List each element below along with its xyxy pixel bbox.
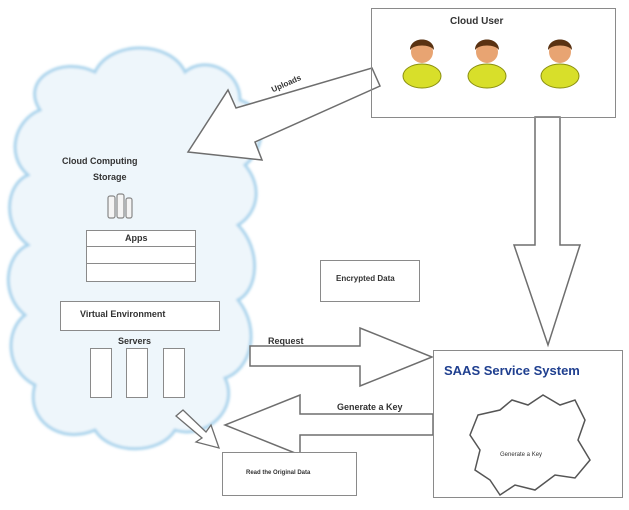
read-original-box bbox=[222, 452, 357, 496]
down-arrow bbox=[512, 116, 582, 348]
apps-divider-2 bbox=[86, 263, 196, 264]
request-arrow bbox=[249, 326, 435, 388]
cloud-user-title: Cloud User bbox=[450, 16, 504, 27]
generate-key-label: Generate a Key bbox=[337, 402, 403, 412]
uploads-arrow bbox=[186, 67, 381, 161]
cloud-storage-title-line1: Cloud Computing bbox=[62, 156, 138, 166]
request-label: Request bbox=[268, 336, 304, 346]
storage-icon bbox=[107, 193, 133, 219]
apps-label: Apps bbox=[125, 233, 148, 243]
server-2 bbox=[126, 348, 148, 398]
apps-box bbox=[86, 230, 196, 282]
server-1 bbox=[90, 348, 112, 398]
read-arrow bbox=[174, 409, 221, 449]
servers-label: Servers bbox=[118, 336, 152, 346]
virtual-environment-label: Virtual Environment bbox=[80, 309, 166, 319]
saas-inner-shape bbox=[469, 394, 591, 497]
encrypted-data-box bbox=[320, 260, 420, 302]
cloud-user-avatar-3 bbox=[540, 39, 580, 89]
cloud-user-avatar-1 bbox=[402, 39, 442, 89]
saas-box bbox=[433, 350, 623, 498]
cloud-storage-title-line2: Storage bbox=[93, 172, 127, 182]
cloud-user-box bbox=[371, 8, 616, 118]
apps-divider-1 bbox=[86, 246, 196, 247]
read-original-label: Read the Original Data bbox=[246, 470, 311, 476]
generate-key-arrow bbox=[222, 393, 434, 457]
encrypted-data-label: Encrypted Data bbox=[336, 274, 395, 283]
saas-inner-label: Generate a Key bbox=[500, 452, 543, 458]
cloud-user-avatar-2 bbox=[467, 39, 507, 89]
virtual-environment-box bbox=[60, 301, 220, 331]
server-3 bbox=[163, 348, 185, 398]
saas-title: SAAS Service System bbox=[444, 363, 580, 378]
